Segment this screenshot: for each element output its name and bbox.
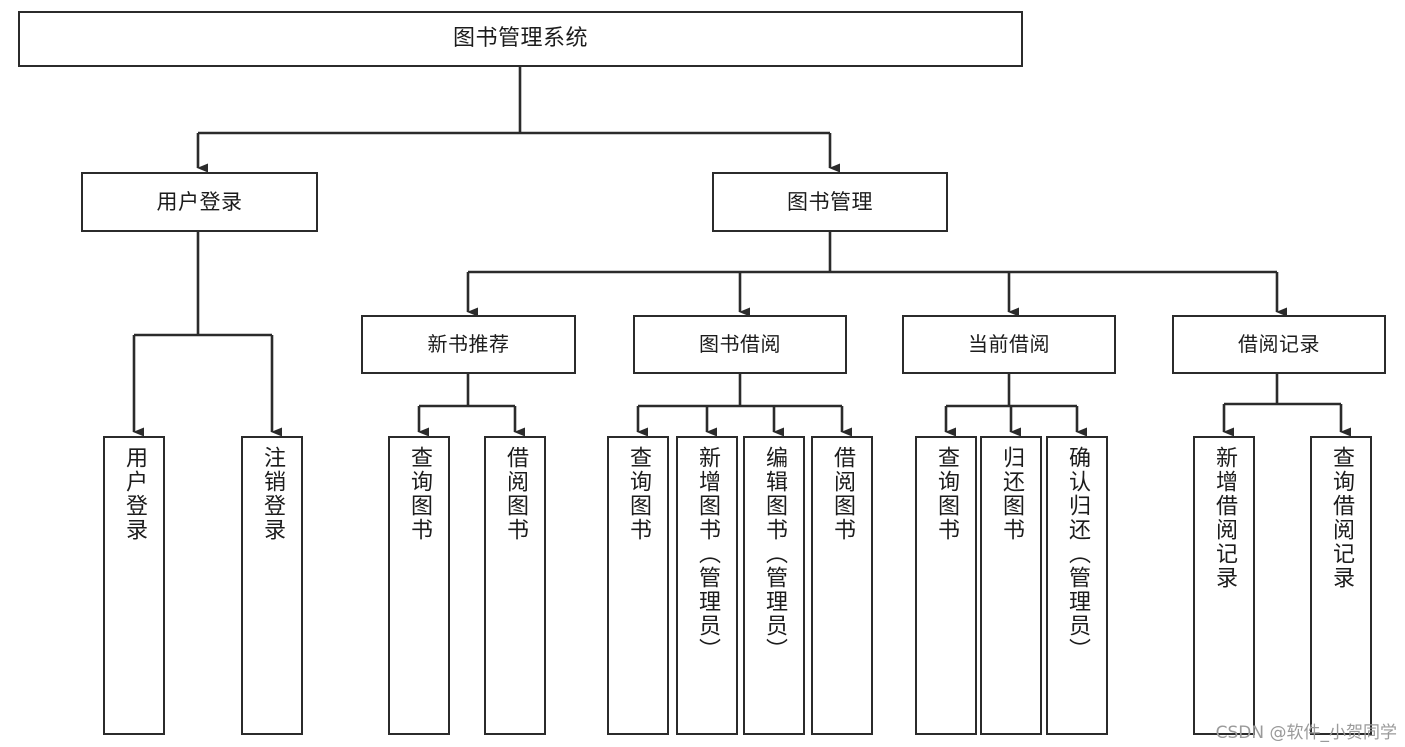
node-book-management[interactable]: 图书管理 <box>712 172 948 232</box>
node-leaf-confirm-return[interactable]: 确认归还（管理员） <box>1046 436 1108 735</box>
node-leaf-borrow-book-2[interactable]: 借阅图书 <box>811 436 873 735</box>
node-book-management-label: 图书管理 <box>787 189 873 214</box>
node-leaf-edit-book-label: 编辑图书（管理员） <box>762 446 787 662</box>
node-leaf-confirm-return-label: 确认归还（管理员） <box>1065 446 1090 662</box>
csdn-watermark: CSDN @软件_小贺同学 <box>1215 723 1397 743</box>
node-root-label: 图书管理系统 <box>452 26 588 52</box>
node-leaf-query-book-2[interactable]: 查询图书 <box>607 436 669 735</box>
node-leaf-borrow-book-2-label: 借阅图书 <box>830 446 855 542</box>
node-leaf-add-record[interactable]: 新增借阅记录 <box>1193 436 1255 735</box>
node-leaf-query-book-2-label: 查询图书 <box>626 446 651 542</box>
node-current-borrow-label: 当前借阅 <box>968 331 1050 356</box>
node-user-login-label: 用户登录 <box>156 189 243 214</box>
node-user-login[interactable]: 用户登录 <box>81 172 318 232</box>
node-borrow-record[interactable]: 借阅记录 <box>1172 315 1386 374</box>
node-leaf-query-book-1-label: 查询图书 <box>407 446 432 542</box>
node-leaf-user-login[interactable]: 用户登录 <box>103 436 165 735</box>
node-leaf-user-login-label: 用户登录 <box>122 446 147 542</box>
node-current-borrow[interactable]: 当前借阅 <box>902 315 1116 374</box>
node-leaf-logout-login-label: 注销登录 <box>260 446 285 542</box>
node-leaf-query-book-3-label: 查询图书 <box>934 446 959 542</box>
node-leaf-logout-login[interactable]: 注销登录 <box>241 436 303 735</box>
node-leaf-edit-book[interactable]: 编辑图书（管理员） <box>743 436 805 735</box>
node-leaf-add-book[interactable]: 新增图书（管理员） <box>676 436 738 735</box>
node-new-book-recommend[interactable]: 新书推荐 <box>361 315 576 374</box>
node-leaf-add-book-label: 新增图书（管理员） <box>695 446 720 662</box>
node-book-borrow-label: 图书借阅 <box>699 331 781 356</box>
node-new-book-recommend-label: 新书推荐 <box>427 331 510 356</box>
node-borrow-record-label: 借阅记录 <box>1238 331 1320 356</box>
node-leaf-query-book-1[interactable]: 查询图书 <box>388 436 450 735</box>
node-book-borrow[interactable]: 图书借阅 <box>633 315 847 374</box>
node-root[interactable]: 图书管理系统 <box>18 11 1023 67</box>
node-leaf-query-book-3[interactable]: 查询图书 <box>915 436 977 735</box>
node-leaf-query-record-label: 查询借阅记录 <box>1329 446 1354 590</box>
node-leaf-return-book[interactable]: 归还图书 <box>980 436 1042 735</box>
node-leaf-borrow-book-1[interactable]: 借阅图书 <box>484 436 546 735</box>
node-leaf-query-record[interactable]: 查询借阅记录 <box>1310 436 1372 735</box>
node-leaf-return-book-label: 归还图书 <box>999 446 1024 542</box>
node-leaf-borrow-book-1-label: 借阅图书 <box>503 446 528 542</box>
node-leaf-add-record-label: 新增借阅记录 <box>1212 446 1237 590</box>
